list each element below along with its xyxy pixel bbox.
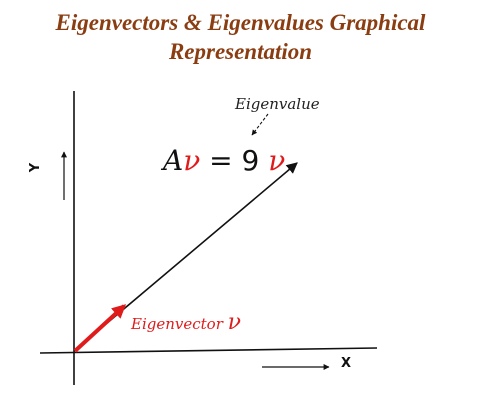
- eigenvalue-scalar: 9: [241, 144, 260, 177]
- x-axis-label: X: [341, 356, 352, 371]
- equals-sign: =: [209, 144, 233, 177]
- y-axis-label: Y: [28, 162, 44, 173]
- title-line-1: Eigenvectors & Eigenvalues Graphical: [55, 10, 426, 35]
- eigen-equation: Aν = 9 ν: [163, 144, 285, 177]
- eigenvalue-label: Eigenvalue: [235, 95, 320, 113]
- x-axis: [39, 347, 378, 354]
- eigenvector-label-text: Eigenvector: [131, 315, 223, 333]
- title-line-2: Representation: [168, 39, 313, 64]
- vector-symbol-right: ν: [268, 144, 286, 177]
- vector-symbol-left: ν: [183, 144, 201, 177]
- eigenvector-symbol: ν: [227, 310, 242, 335]
- eigenvector-arrow: [73, 304, 127, 353]
- eigenvalue-pointer-arrow: [251, 113, 269, 136]
- matrix-symbol: A: [163, 144, 184, 177]
- eigenvector-label: Eigenvector ν: [131, 310, 241, 335]
